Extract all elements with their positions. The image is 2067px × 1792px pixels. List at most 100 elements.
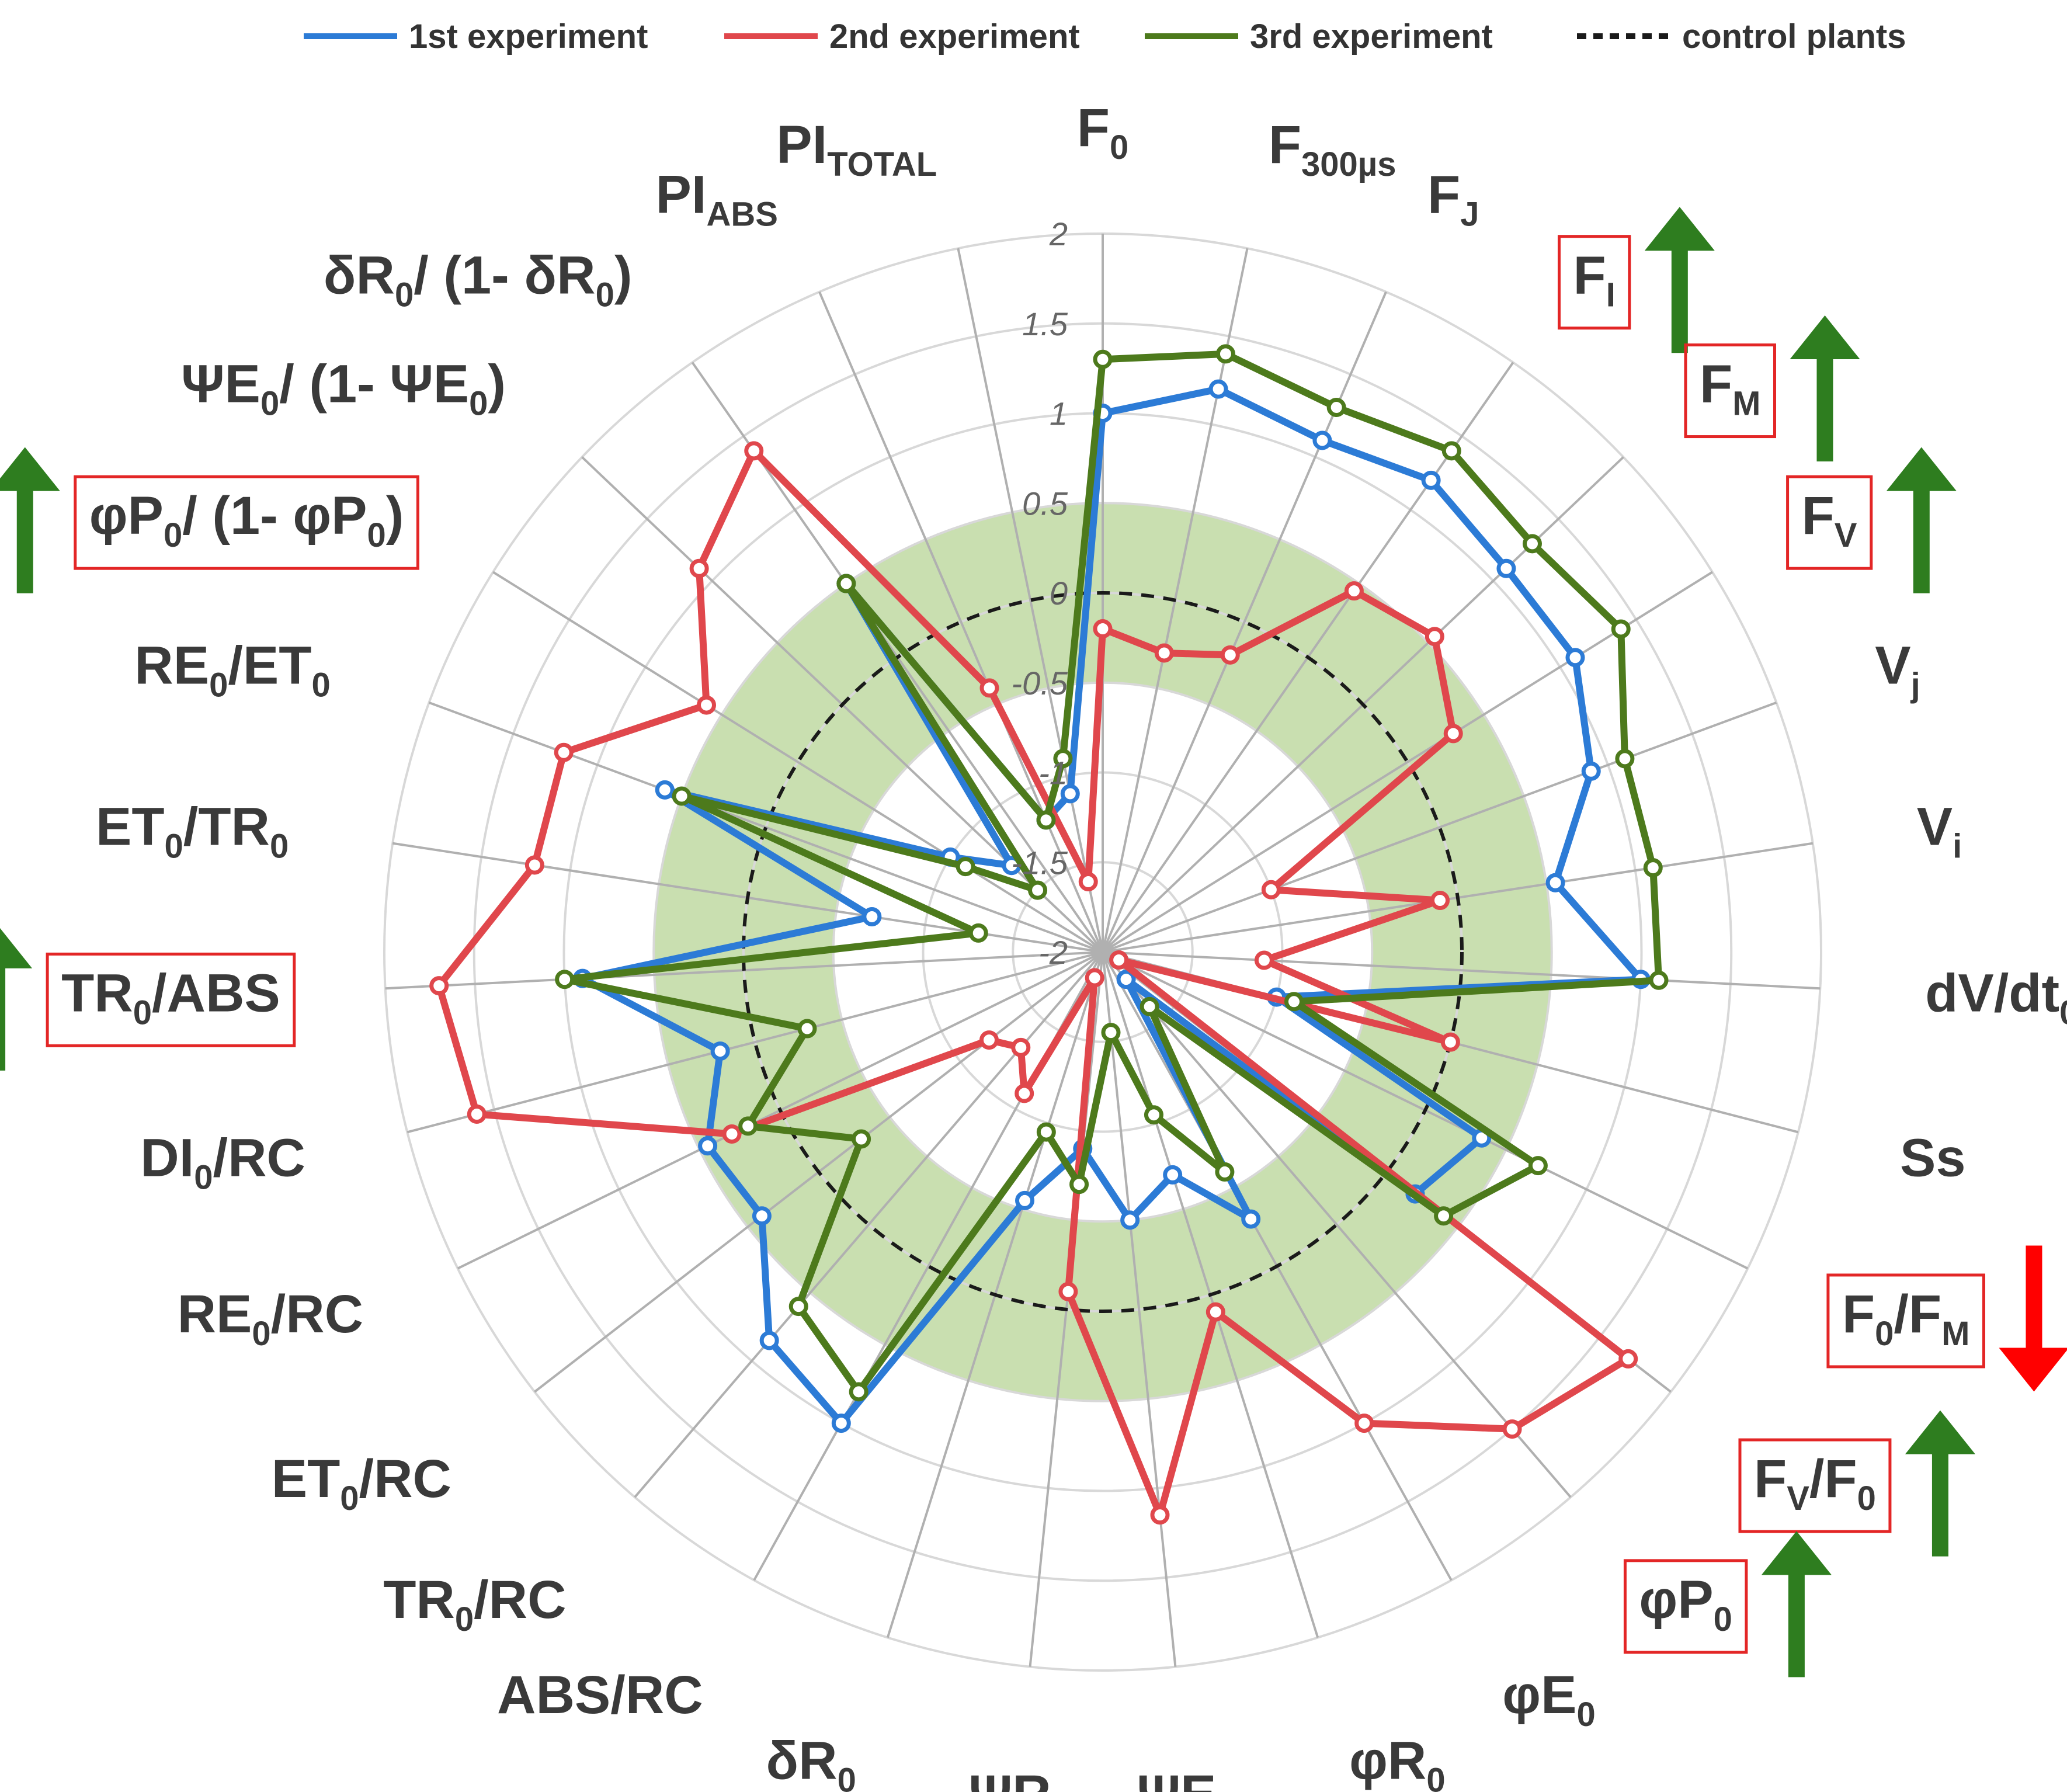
axis-label-tail-sub: 0 — [270, 827, 289, 865]
axis-label-main: RE — [178, 1284, 252, 1344]
series-point — [1140, 996, 1159, 1016]
axis-label: Vj — [1875, 635, 1920, 704]
series-point — [710, 1041, 730, 1061]
series-point — [836, 574, 856, 593]
series-point — [1053, 749, 1073, 769]
axis-label-tail-sub: 0 — [312, 666, 331, 704]
series-point — [1036, 810, 1056, 830]
axis-label-sub: 0 — [1875, 1315, 1894, 1353]
tick-label: 1.5 — [1022, 305, 1068, 342]
series-point — [1425, 627, 1444, 647]
series-point — [1109, 950, 1129, 970]
grid-spoke — [492, 571, 1104, 953]
series-point — [752, 1206, 772, 1226]
series-point — [797, 1019, 817, 1039]
axis-label-sub: 0 — [1110, 129, 1128, 166]
grid-spoke — [818, 291, 1104, 953]
axis-label-sub: 0 — [1426, 1761, 1445, 1792]
axis-label-main: δR — [324, 246, 395, 305]
series-point — [1528, 1156, 1548, 1176]
series-point — [1618, 1349, 1638, 1369]
axis-label-sub: 0 — [1714, 1600, 1732, 1638]
axis-label-tail: /RC — [474, 1570, 566, 1630]
axis-labels: F0F300µsFJFIFMFVVjVidV/dt0SsF0/FMFV/F0φP… — [61, 98, 2067, 1792]
axis-label-sub: 0 — [340, 1480, 359, 1517]
axis-label: Vi — [1917, 797, 1962, 865]
control-ring — [742, 591, 1464, 1313]
highlight-box — [74, 475, 419, 570]
series-point — [1120, 1210, 1140, 1230]
series-point — [1215, 1162, 1235, 1182]
series-point — [1643, 858, 1663, 878]
axis-label-main: F — [1077, 98, 1110, 158]
series-point — [1144, 1105, 1163, 1125]
axis-label: TR0/RC — [383, 1570, 566, 1638]
axis-label: dV/dt0 — [1925, 963, 2067, 1032]
axis-label: φP0/ (1- φP0) — [89, 486, 404, 554]
series-point — [524, 855, 544, 875]
axis-label-main: F — [1802, 486, 1835, 546]
series-point — [1036, 1122, 1056, 1142]
axis-label-main: ET — [272, 1449, 341, 1509]
increase-arrow-icon — [1761, 1531, 1832, 1678]
axis-label-sub: 0 — [252, 1315, 270, 1353]
series-point — [1206, 1302, 1225, 1322]
axis-label: Ss — [1900, 1128, 1966, 1187]
axis-label: φE0 — [1502, 1665, 1595, 1734]
axis-label-main: V — [1917, 797, 1953, 856]
series-point — [429, 976, 449, 996]
axis-label-main: PI — [776, 115, 827, 175]
legend-item: 1st experiment — [304, 18, 648, 55]
series-point — [1220, 645, 1240, 665]
series-point — [722, 1124, 742, 1144]
highlight-box — [1623, 1559, 1748, 1654]
axis-label-sub: M — [1732, 385, 1760, 423]
axis-label-sub: 0 — [164, 516, 182, 554]
increase-arrow-icon — [1905, 1410, 1975, 1557]
legend-item: control plants — [1577, 18, 1906, 55]
axis-label: DI0/RC — [140, 1128, 305, 1196]
axis-label-sub: j — [1910, 666, 1920, 704]
axis-label-main: F — [1754, 1449, 1787, 1509]
axis-label-tail-sub: 0 — [469, 385, 488, 423]
legend-label: 2nd experiment — [829, 18, 1080, 55]
axis-label: RE0/RC — [178, 1284, 364, 1353]
axis-label-sub: V — [1787, 1480, 1809, 1517]
highlight-box — [1684, 343, 1776, 439]
series-point — [1443, 724, 1463, 744]
axis-label: FM — [1700, 355, 1761, 423]
series-point — [831, 1414, 851, 1433]
axis-label: FV/F0 — [1754, 1449, 1876, 1517]
axis-label-main: TR — [61, 963, 133, 1023]
series-point — [1163, 1165, 1183, 1185]
highlight-box — [1738, 1438, 1892, 1533]
series-point — [1434, 1206, 1454, 1226]
series-point — [979, 678, 999, 698]
series-point — [1208, 379, 1228, 399]
tick-label: -2 — [1038, 934, 1068, 971]
grid-spoke — [957, 248, 1104, 953]
axis-label-main: F — [1427, 165, 1460, 224]
axis-label: PIABS — [656, 165, 778, 233]
axis-label-sub: J — [1460, 195, 1479, 233]
data-series — [429, 344, 1669, 1525]
series-point — [1069, 1175, 1089, 1194]
series-point — [697, 695, 717, 715]
grid-spoke — [1102, 701, 1777, 953]
grid-spoke — [1102, 571, 1713, 953]
series-point — [1116, 970, 1136, 989]
axis-label-main: F — [1842, 1284, 1875, 1344]
axis-label-main: ΨE — [181, 355, 260, 414]
radial-tick-labels: 21.510.50-0.5-1-1.5-2 — [1012, 216, 1068, 971]
axis-label-tail2: ) — [488, 355, 506, 414]
legend-item: 2nd experiment — [724, 18, 1080, 55]
series-point — [1028, 880, 1048, 900]
tick-label: 0 — [1050, 575, 1068, 612]
series-point — [1101, 1023, 1121, 1043]
axis-label-tail: /RC — [213, 1128, 305, 1187]
axis-label-main: F — [1700, 355, 1732, 414]
series-line — [579, 386, 1645, 1427]
legend-label: 3rd experiment — [1250, 18, 1493, 55]
axis-label-sub: 0 — [395, 276, 414, 314]
